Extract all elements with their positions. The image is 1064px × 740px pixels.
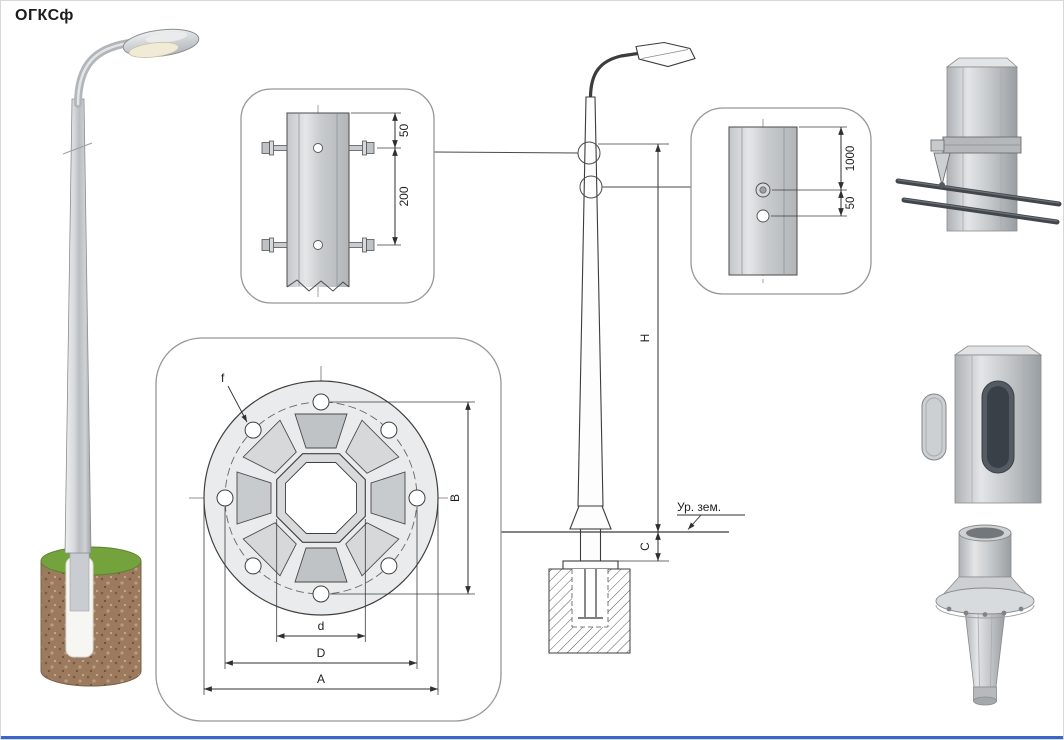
dim-label-f: f — [221, 371, 225, 385]
tension-wedge — [933, 152, 951, 186]
detail-panel-base-section: 50 200 — [240, 88, 435, 304]
render-hatch-cover — [921, 345, 1043, 504]
cable-hole — [756, 209, 770, 223]
bottom-accent-line — [1, 736, 1063, 739]
pole-section-face — [728, 126, 798, 276]
suspension-rod — [895, 178, 1062, 207]
ground-level-label: Ур. зем. — [677, 500, 721, 514]
lamp-head-outline — [635, 41, 696, 68]
lamp-lens — [128, 41, 180, 58]
dim-label-A: A — [317, 672, 325, 686]
leader-base-detail — [433, 151, 579, 154]
dim-label-D: D — [317, 646, 326, 660]
octagon-shaft-inner — [285, 462, 357, 534]
dim-label-B: B — [448, 494, 462, 502]
drawing-title: ОГКСф — [15, 7, 74, 24]
dim-label-H: H — [638, 334, 652, 343]
render-foundation-insert — [935, 524, 1035, 706]
dim-label-C: C — [638, 542, 652, 551]
band-buckle — [930, 139, 945, 152]
detail-panel-flange-plan: f B d D A — [155, 337, 502, 722]
dim-label-50: 50 — [397, 124, 411, 138]
ground-level-leader — [687, 514, 702, 530]
break-line — [286, 279, 350, 292]
bolt-set-upper — [261, 140, 375, 156]
pole-shaft-3d — [64, 98, 92, 554]
lamp-head-3d — [122, 28, 200, 58]
foundation-3d — [40, 546, 142, 687]
hatch-cover-plate — [921, 393, 947, 461]
pole-base-flare — [569, 505, 612, 530]
base-flange-section — [562, 560, 619, 570]
flange-bolt-holes — [216, 393, 426, 603]
pole-3d-render — [40, 28, 200, 687]
pole-shaft-outline — [577, 96, 604, 507]
insert-tapered-body — [964, 610, 1006, 688]
pole-joint-mark — [62, 142, 93, 155]
dim-label-200: 200 — [397, 186, 411, 206]
pole-embedded-stub — [579, 528, 602, 562]
gusset-ribs — [236, 413, 406, 583]
elevation-drawing: H C Ур. зем. — [501, 41, 745, 654]
detail-panel-upper-section: 1000 50 — [690, 107, 872, 295]
dim-label-50b: 50 — [845, 197, 857, 210]
insert-flange-bolts — [946, 606, 1024, 617]
bolt-set-lower — [261, 237, 375, 253]
suspension-rod — [901, 197, 1060, 225]
pole-section-face — [286, 112, 350, 287]
dim-label-d: d — [318, 619, 325, 633]
lamp-arm-outline — [588, 51, 639, 99]
render-band-clamp — [895, 57, 1062, 232]
hole-leader — [227, 385, 248, 423]
dim-label-1000: 1000 — [845, 146, 857, 172]
